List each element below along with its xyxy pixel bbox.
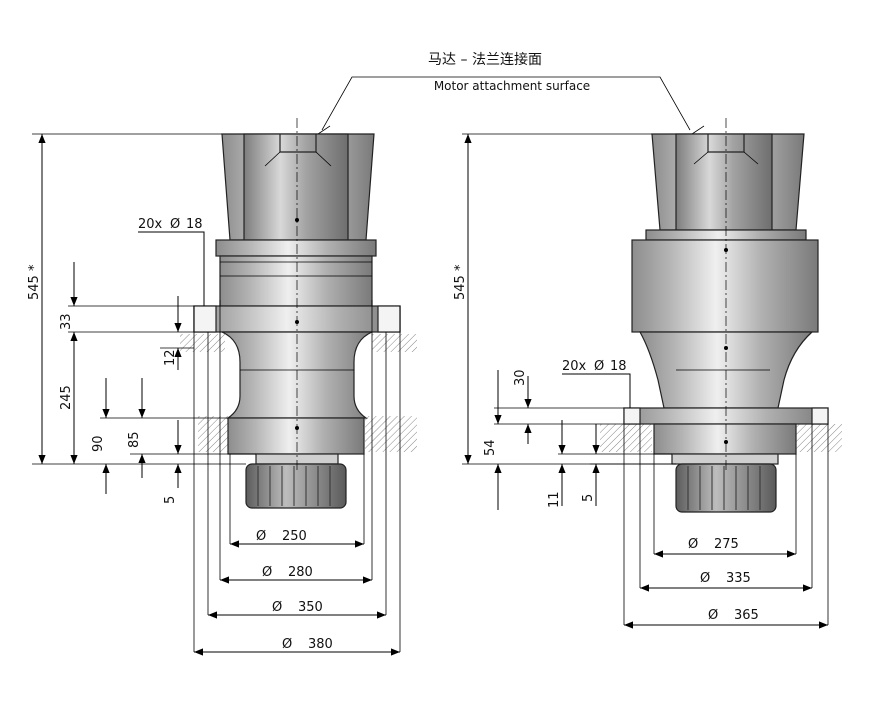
dim-545-right: 545 * xyxy=(453,264,468,300)
upper-housing xyxy=(631,239,819,333)
dim-5-right: 5 xyxy=(581,494,596,502)
title-en: Motor attachment surface xyxy=(434,79,590,93)
dia-365: 365 xyxy=(734,608,759,623)
lower-housing xyxy=(653,423,797,455)
dia-335: 335 xyxy=(726,571,751,586)
hole-dia-left: 18 xyxy=(186,217,203,232)
hole-dia-right: 18 xyxy=(610,359,627,374)
diameter-symbol: Ø xyxy=(282,637,292,652)
right-dimensions xyxy=(464,134,828,629)
diameter-symbol: Ø xyxy=(262,565,272,580)
lower-housing xyxy=(227,417,365,455)
motor-attachment-label: 马达 – 法兰连接面 Motor attachment surface xyxy=(317,51,705,135)
pinion-gear xyxy=(675,463,777,513)
diameter-symbol: Ø xyxy=(256,529,266,544)
right-gearbox xyxy=(600,118,842,513)
left-dim-labels: 545 * 33 245 90 85 12 5 20x Ø 18 Ø 250 Ø… xyxy=(27,217,333,652)
left-dimensions xyxy=(38,134,400,656)
diameter-symbol: Ø xyxy=(708,608,718,623)
dim-245: 245 xyxy=(59,385,74,410)
dim-33: 33 xyxy=(59,313,74,330)
right-dim-labels: 545 * 30 54 11 5 20x Ø 18 Ø 275 Ø 335 Ø … xyxy=(453,264,759,623)
diameter-symbol: Ø xyxy=(272,600,282,615)
diameter-symbol: Ø xyxy=(688,537,698,552)
dim-11: 11 xyxy=(547,491,562,508)
dim-85: 85 xyxy=(127,431,142,448)
dia-275: 275 xyxy=(714,537,739,552)
dim-545-left: 545 * xyxy=(27,264,42,300)
dim-30: 30 xyxy=(513,369,528,386)
diameter-symbol: Ø xyxy=(700,571,710,586)
hole-count-right: 20x xyxy=(562,359,587,374)
dia-380: 380 xyxy=(308,637,333,652)
left-extension-lines xyxy=(32,133,401,652)
left-gearbox xyxy=(180,118,417,509)
dia-250: 250 xyxy=(282,529,307,544)
dia-280: 280 xyxy=(288,565,313,580)
dim-12: 12 xyxy=(163,349,178,366)
dim-90: 90 xyxy=(91,435,106,452)
dia-350: 350 xyxy=(298,600,323,615)
diameter-symbol: Ø xyxy=(170,217,180,232)
hole-count-left: 20x xyxy=(138,217,163,232)
pinion-gear xyxy=(245,463,347,509)
leader-line xyxy=(321,76,691,131)
dim-54: 54 xyxy=(483,439,498,456)
diameter-symbol: Ø xyxy=(594,359,604,374)
title-cn: 马达 – 法兰连接面 xyxy=(428,51,542,68)
dim-5-left: 5 xyxy=(163,496,178,504)
